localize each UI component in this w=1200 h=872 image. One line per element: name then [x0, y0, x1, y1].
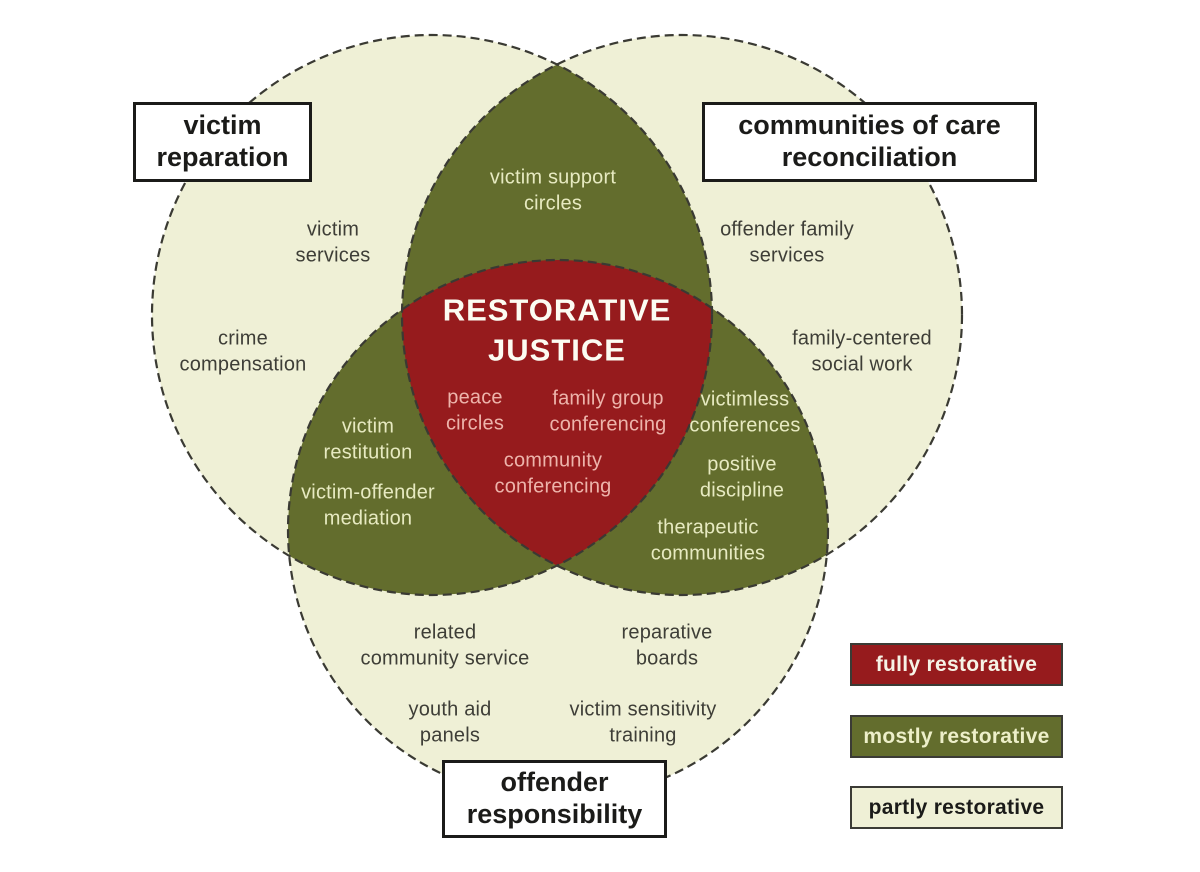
label-victim-restitution: victim restitution: [323, 415, 413, 463]
title-box-offender-responsibility: offender responsibility: [442, 760, 667, 838]
label-crime-compensation: crime compensation: [179, 327, 307, 375]
circle-outline-victim: [150, 33, 714, 597]
label-positive-discipline: positive discipline: [699, 453, 785, 501]
legend-fully-restorative: fully restorative: [850, 643, 1063, 686]
legend-mostly-restorative: mostly restorative: [850, 715, 1063, 758]
label-therapeutic-communities: therapeutic communities: [650, 516, 766, 564]
label-family-centered-social-work: family-centered social work: [792, 327, 932, 375]
label-peace-circles: peace circles: [445, 386, 505, 434]
title-box-victim-reparation: victim reparation: [133, 102, 312, 182]
intersection-center: [402, 260, 712, 595]
label-victim-sensitivity-training: victim sensitivity training: [569, 698, 717, 746]
label-offender-family-services: offender family services: [720, 218, 854, 266]
label-victim-support-circles: victim support circles: [489, 166, 617, 214]
legend-partly-restorative: partly restorative: [850, 786, 1063, 829]
label-victimless-conferences: victimless conferences: [689, 388, 801, 436]
center-title-restorative-justice: RESTORATIVE JUSTICE: [442, 292, 672, 368]
label-related-community-service: related community service: [360, 621, 530, 669]
label-victim-services: victim services: [295, 218, 371, 266]
label-victim-offender-mediation: victim-offender mediation: [301, 481, 435, 529]
label-reparative-boards: reparative boards: [621, 621, 713, 669]
label-community-conferencing: community conferencing: [494, 449, 612, 497]
circle-outline-communities: [400, 33, 964, 597]
label-family-group-conferencing: family group conferencing: [549, 387, 667, 435]
title-box-communities-of-care: communities of care reconciliation: [702, 102, 1037, 182]
label-youth-aid-panels: youth aid panels: [408, 698, 492, 746]
